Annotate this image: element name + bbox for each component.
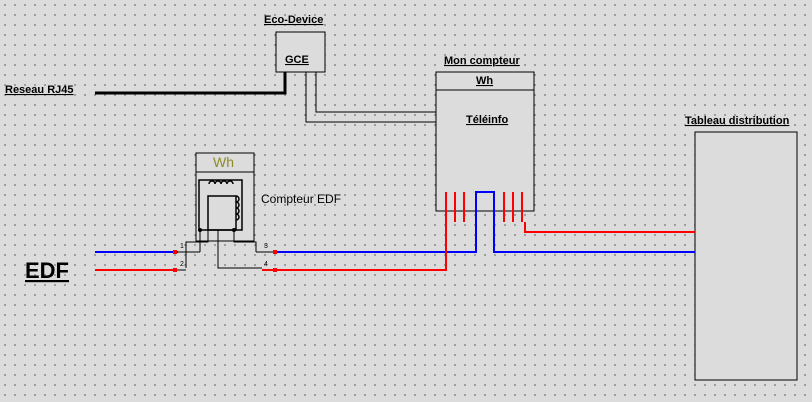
tableau-distribution-label: Tableau distribution <box>685 115 790 127</box>
mon-compteur-wh-label: Wh <box>476 75 493 87</box>
meter-leg-4 <box>217 230 262 269</box>
phase-clamp-left <box>445 192 465 222</box>
eco-device-box[interactable] <box>275 31 326 73</box>
compteur-edf-box[interactable] <box>195 152 255 242</box>
phase-line-to-clamp <box>262 222 447 271</box>
meter-leg-2 <box>185 230 209 268</box>
pin-markers <box>173 250 277 272</box>
compteur-edf-label: Compteur EDF <box>261 192 341 206</box>
teleinfo-wire-2 <box>315 72 460 113</box>
mon-compteur-box[interactable] <box>435 71 535 212</box>
compteur-edf-wh-label: Wh <box>213 154 234 170</box>
reseau-rj45-label: Reseau RJ45 <box>5 84 74 96</box>
pin-2-label: 2 <box>180 261 184 268</box>
pin-3-label: 3 <box>264 243 268 250</box>
rj45-cable <box>95 72 287 95</box>
compteur-edf-inner-loop <box>207 195 237 231</box>
current-coil-icon <box>208 180 234 185</box>
pin-4-label: 4 <box>264 261 268 268</box>
teleinfo-label: Téléinfo <box>466 114 508 126</box>
phase-line-to-tableau <box>524 222 695 233</box>
teleinfo-wire-1 <box>305 72 460 123</box>
phase-clamp-right <box>503 192 523 222</box>
edf-label: EDF <box>25 258 69 283</box>
meter-leg-3 <box>233 230 257 252</box>
eco-device-label: Eco-Device <box>264 14 323 26</box>
mon-compteur-label: Mon compteur <box>444 55 520 67</box>
neutral-line-out <box>274 191 695 253</box>
pin-1-label: 1 <box>180 243 184 250</box>
tableau-distribution-box[interactable] <box>694 131 798 381</box>
gce-label: GCE <box>285 54 309 66</box>
voltage-coil-icon <box>235 195 240 221</box>
